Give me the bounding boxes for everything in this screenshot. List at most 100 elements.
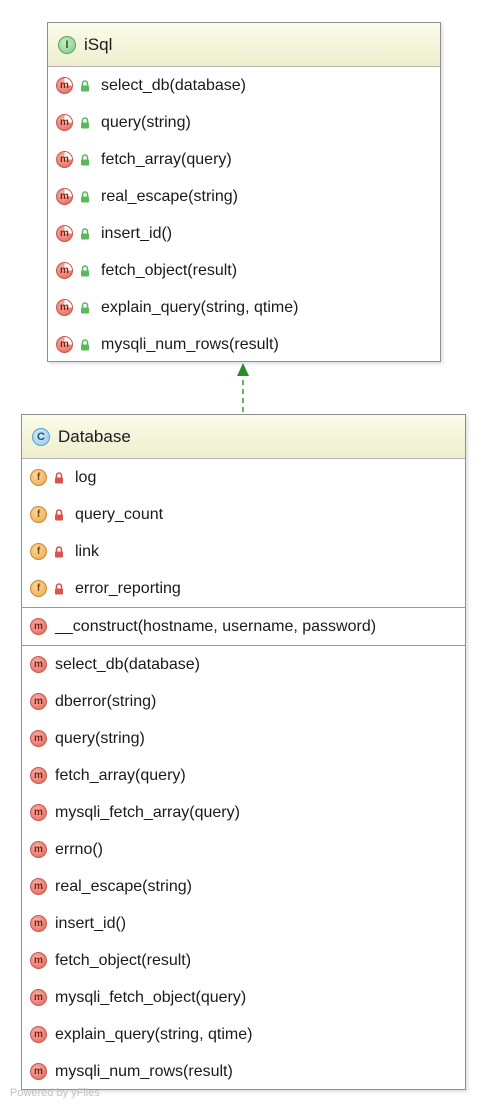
interface-method-row[interactable]: m explain_query(string, qtime) bbox=[48, 289, 440, 326]
field-icon: f bbox=[30, 469, 47, 486]
class-method-row[interactable]: m explain_query(string, qtime) bbox=[22, 1016, 465, 1053]
class-constructors-section: m __construct(hostname, username, passwor… bbox=[22, 608, 465, 646]
class-method-row[interactable]: m insert_id() bbox=[22, 905, 465, 942]
class-icon: C bbox=[32, 427, 50, 446]
method-signature: fetch_object(result) bbox=[55, 951, 192, 969]
abstract-method-icon: m bbox=[56, 188, 73, 205]
field-name: log bbox=[75, 468, 97, 486]
method-signature: query(string) bbox=[101, 113, 191, 131]
abstract-method-icon: m bbox=[56, 151, 73, 168]
field-icon: f bbox=[30, 580, 47, 597]
class-header[interactable]: C Database bbox=[22, 415, 465, 459]
method-signature: query(string) bbox=[55, 729, 145, 747]
method-icon: m bbox=[30, 730, 47, 747]
interface-icon: I bbox=[58, 35, 76, 54]
interface-method-row[interactable]: m select_db(database) bbox=[48, 67, 440, 104]
method-icon: m bbox=[30, 1063, 47, 1080]
method-icon: m bbox=[30, 952, 47, 969]
private-lock-icon bbox=[55, 471, 63, 483]
interface-method-row[interactable]: m mysqli_num_rows(result) bbox=[48, 326, 440, 363]
class-field-row[interactable]: f query_count bbox=[22, 496, 465, 533]
interface-method-row[interactable]: m fetch_object(result) bbox=[48, 252, 440, 289]
class-method-row[interactable]: m mysqli_num_rows(result) bbox=[22, 1053, 465, 1090]
constructor-signature: __construct(hostname, username, password… bbox=[55, 617, 377, 635]
method-signature: mysqli_num_rows(result) bbox=[55, 1062, 233, 1080]
class-name: Database bbox=[58, 426, 131, 446]
abstract-method-icon: m bbox=[56, 299, 73, 316]
field-icon: f bbox=[30, 506, 47, 523]
realization-arrow bbox=[237, 363, 249, 412]
private-lock-icon bbox=[55, 545, 63, 557]
method-signature: mysqli_fetch_array(query) bbox=[55, 803, 240, 821]
realization-arrowhead bbox=[237, 363, 249, 376]
method-signature: fetch_array(query) bbox=[55, 766, 186, 784]
method-icon: m bbox=[30, 804, 47, 821]
method-signature: real_escape(string) bbox=[101, 187, 238, 205]
method-signature: select_db(database) bbox=[101, 76, 246, 94]
interface-name: iSql bbox=[84, 34, 113, 54]
method-signature: explain_query(string, qtime) bbox=[55, 1025, 253, 1043]
interface-method-row[interactable]: m insert_id() bbox=[48, 215, 440, 252]
method-icon: m bbox=[30, 989, 47, 1006]
class-method-row[interactable]: m select_db(database) bbox=[22, 646, 465, 683]
method-icon: m bbox=[30, 841, 47, 858]
class-method-row[interactable]: m mysqli_fetch_array(query) bbox=[22, 794, 465, 831]
method-signature: real_escape(string) bbox=[55, 877, 192, 895]
method-signature: insert_id() bbox=[55, 914, 127, 932]
public-lock-icon bbox=[81, 264, 89, 276]
method-icon: m bbox=[30, 656, 47, 673]
class-method-row[interactable]: m fetch_object(result) bbox=[22, 942, 465, 979]
method-icon: m bbox=[30, 618, 47, 635]
interface-header[interactable]: I iSql bbox=[48, 23, 440, 67]
abstract-method-icon: m bbox=[56, 336, 73, 353]
field-name: query_count bbox=[75, 505, 164, 523]
method-icon: m bbox=[30, 767, 47, 784]
interface-method-row[interactable]: m real_escape(string) bbox=[48, 178, 440, 215]
method-icon: m bbox=[30, 878, 47, 895]
method-icon: m bbox=[30, 693, 47, 710]
class-constructor-row[interactable]: m __construct(hostname, username, passwor… bbox=[22, 608, 465, 645]
public-lock-icon bbox=[81, 227, 89, 239]
class-method-row[interactable]: m errno() bbox=[22, 831, 465, 868]
interface-method-row[interactable]: m fetch_array(query) bbox=[48, 141, 440, 178]
watermark: Powered by yFiles bbox=[10, 1087, 100, 1099]
public-lock-icon bbox=[81, 338, 89, 350]
public-lock-icon bbox=[81, 153, 89, 165]
method-signature: fetch_array(query) bbox=[101, 150, 232, 168]
method-icon: m bbox=[30, 915, 47, 932]
class-method-row[interactable]: m mysqli_fetch_object(query) bbox=[22, 979, 465, 1016]
public-lock-icon bbox=[81, 301, 89, 313]
private-lock-icon bbox=[55, 508, 63, 520]
method-icon: m bbox=[30, 1026, 47, 1043]
abstract-method-icon: m bbox=[56, 262, 73, 279]
method-signature: dberror(string) bbox=[55, 692, 157, 710]
class-method-row[interactable]: m real_escape(string) bbox=[22, 868, 465, 905]
abstract-method-icon: m bbox=[56, 77, 73, 94]
method-signature: explain_query(string, qtime) bbox=[101, 298, 299, 316]
class-field-row[interactable]: f log bbox=[22, 459, 465, 496]
abstract-method-icon: m bbox=[56, 114, 73, 131]
method-signature: mysqli_fetch_object(query) bbox=[55, 988, 247, 1006]
class-field-row[interactable]: f link bbox=[22, 533, 465, 570]
public-lock-icon bbox=[81, 116, 89, 128]
private-lock-icon bbox=[55, 582, 63, 594]
class-method-row[interactable]: m query(string) bbox=[22, 720, 465, 757]
method-signature: errno() bbox=[55, 840, 104, 858]
field-name: link bbox=[75, 542, 100, 560]
field-name: error_reporting bbox=[75, 579, 181, 597]
field-icon: f bbox=[30, 543, 47, 560]
method-signature: select_db(database) bbox=[55, 655, 200, 673]
class-field-row[interactable]: f error_reporting bbox=[22, 570, 465, 607]
class-method-row[interactable]: m dberror(string) bbox=[22, 683, 465, 720]
method-signature: fetch_object(result) bbox=[101, 261, 238, 279]
interface-method-row[interactable]: m query(string) bbox=[48, 104, 440, 141]
class-method-row[interactable]: m fetch_array(query) bbox=[22, 757, 465, 794]
abstract-method-icon: m bbox=[56, 225, 73, 242]
method-signature: mysqli_num_rows(result) bbox=[101, 335, 279, 353]
method-signature: insert_id() bbox=[101, 224, 173, 242]
